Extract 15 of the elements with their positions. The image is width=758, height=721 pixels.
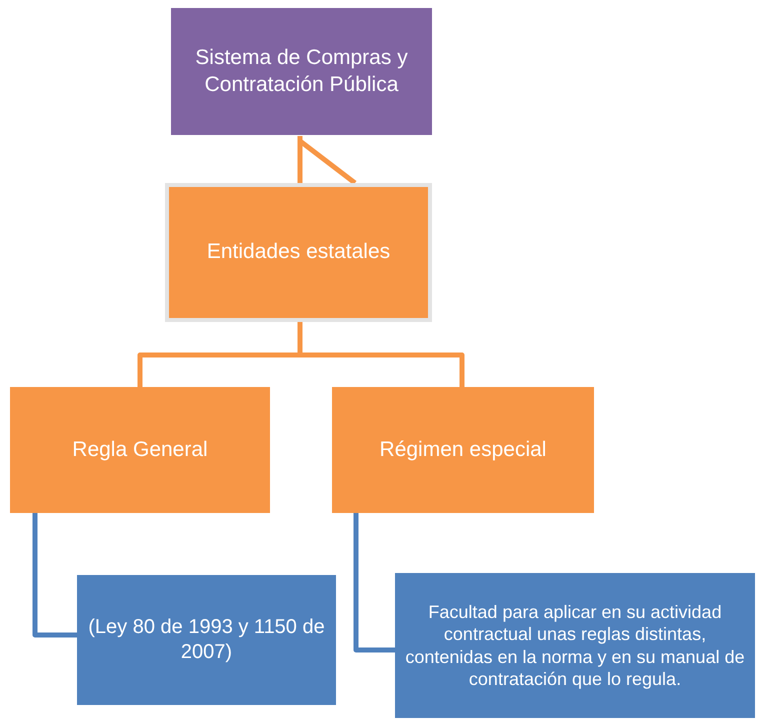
process-box [395,573,755,718]
process-box [10,387,270,513]
process-box [332,387,594,513]
node-label: Sistema de Compras y Contratación Pública [194,45,409,98]
connector-line [298,134,358,186]
node-label: Régimen especial [380,436,546,463]
connector-line [354,513,395,652]
connector-line [32,513,77,638]
node-label: Facultad para aplicar en su actividad contractual unas reglas distintas, contenidas en la norma y en su manual de contratación que lo regula. [404,600,746,690]
process-box [77,575,336,705]
process-box [171,8,432,135]
node-label: Entidades estatales [206,239,390,266]
node-label: Regla General [72,436,208,463]
process-box [165,183,432,322]
node-label: (Ley 80 de 1993 y 1150 de 2007) [87,615,326,665]
